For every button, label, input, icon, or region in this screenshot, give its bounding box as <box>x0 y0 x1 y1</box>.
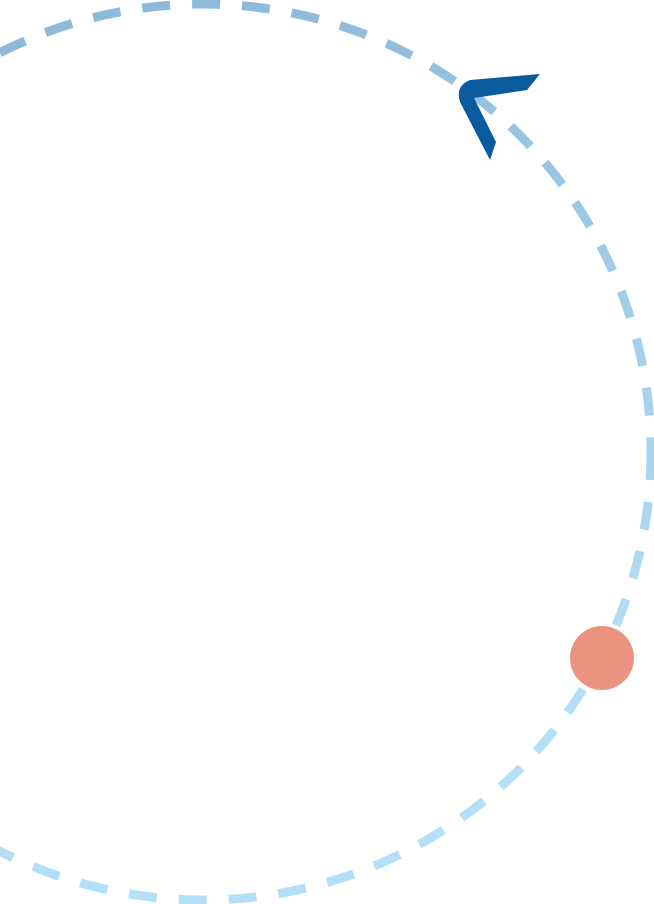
dot-marker-icon <box>570 626 634 690</box>
chevron-arrow-icon <box>458 74 540 160</box>
